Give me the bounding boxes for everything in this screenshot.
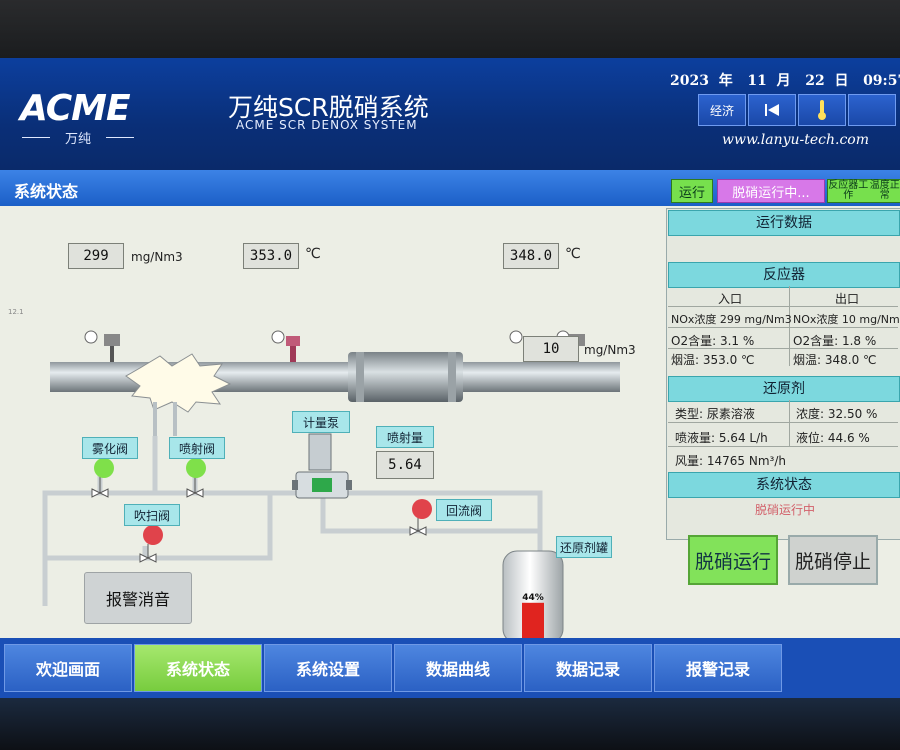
- outlet-nox-value: 10: [523, 336, 579, 362]
- blank-header-button[interactable]: [848, 94, 896, 126]
- day-label: 日: [834, 73, 849, 89]
- spray-valve-symbol[interactable]: [186, 458, 206, 498]
- outlet-temp-value: 348.0: [503, 243, 559, 269]
- run-status-badge: 运行: [671, 179, 713, 203]
- time: 09:57:13: [863, 73, 900, 89]
- return-valve-label: 回流阀: [436, 499, 492, 521]
- inlet-temp-unit: ℃: [305, 246, 321, 262]
- reductant-level: 液位: 44.6 %: [796, 431, 870, 445]
- inlet-temp-value: 353.0: [243, 243, 299, 269]
- logo-subtitle: 万纯: [22, 128, 134, 147]
- monitor-bezel-bottom: [0, 698, 900, 750]
- reactor-temp-badge: 反应器工作 温度正常: [827, 179, 900, 203]
- spray-amount-label: 喷射量: [376, 426, 434, 448]
- tank-level-fill: [522, 602, 544, 638]
- nav-welcome[interactable]: 欢迎画面: [4, 644, 132, 692]
- skip-back-icon: [765, 104, 779, 116]
- inlet-label: 入口: [718, 292, 743, 306]
- month: 11: [747, 73, 767, 89]
- month-label: 月: [776, 73, 791, 89]
- datetime-display: 2023 年 11 月 22 日 09:57:13: [670, 70, 900, 90]
- metering-pump-label: 计量泵: [292, 411, 350, 433]
- temp-badge-line1: 反应器工作: [828, 180, 869, 201]
- reactor-outlet-temp: 烟温: 348.0 ℃: [793, 353, 877, 367]
- outlet-temp-unit: ℃: [565, 246, 581, 262]
- spray-amount-value: 5.64: [376, 451, 434, 479]
- outlet-nox-unit: mg/Nm3: [584, 343, 636, 357]
- tiny-label: 12.1: [8, 308, 24, 316]
- tank-level-text: 44%: [522, 592, 544, 603]
- purge-valve-label: 吹扫阀: [124, 504, 180, 526]
- atomize-valve-symbol[interactable]: [91, 458, 114, 498]
- reactor-outlet-nox: NOx浓度 10 mg/Nm3: [793, 313, 900, 326]
- reactor-inlet-o2: O2含量: 3.1 %: [671, 334, 755, 348]
- economy-button[interactable]: 经济: [698, 94, 746, 126]
- page-title-bar: 系统状态 运行 脱硝运行中... 反应器工作 温度正常: [0, 170, 900, 206]
- denox-status-badge: 脱硝运行中...: [717, 179, 825, 203]
- year: 2023: [670, 73, 709, 89]
- inlet-temp-sensor: [271, 330, 300, 362]
- atomize-valve-indicator: [94, 458, 114, 478]
- reductant-tank: [502, 550, 564, 638]
- process-diagram: 12.1: [8, 308, 620, 638]
- inlet-nox-sensor: [84, 330, 120, 362]
- system-title-en: ACME SCR DENOX SYSTEM: [236, 118, 418, 132]
- bottom-navigation: 欢迎画面 系统状态 系统设置 数据曲线 数据记录 报警记录: [0, 638, 900, 698]
- thermometer-icon: [818, 100, 826, 120]
- return-valve-symbol[interactable]: [409, 499, 432, 536]
- year-label: 年: [718, 73, 733, 89]
- page-title: 系统状态: [14, 182, 79, 201]
- spray-valve-indicator: [186, 458, 206, 478]
- reductant-concentration: 浓度: 32.50 %: [796, 407, 878, 421]
- denox-stop-button[interactable]: 脱硝停止: [788, 535, 878, 585]
- return-valve-indicator: [412, 499, 432, 519]
- reductant-header: 还原剂: [668, 376, 900, 402]
- temp-badge-line2: 温度正常: [869, 180, 900, 201]
- metering-pump[interactable]: [292, 433, 352, 499]
- alarm-silence-button[interactable]: 报警消音: [84, 572, 192, 624]
- system-status-header: 系统状态: [668, 472, 900, 498]
- nav-data-records[interactable]: 数据记录: [524, 644, 652, 692]
- reactor-inlet-temp: 烟温: 353.0 ℃: [671, 353, 755, 367]
- thermometer-button[interactable]: [798, 94, 846, 126]
- inlet-nox-value: 299: [68, 243, 124, 269]
- inlet-nox-unit: mg/Nm3: [131, 250, 183, 264]
- atomize-valve-label: 雾化阀: [82, 437, 138, 459]
- skip-back-button[interactable]: [748, 94, 796, 126]
- spray-valve-label: 喷射阀: [169, 437, 225, 459]
- nav-alarm-records[interactable]: 报警记录: [654, 644, 782, 692]
- static-mixer: [348, 352, 463, 402]
- reactor-inlet-nox: NOx浓度 299 mg/Nm3: [671, 313, 792, 326]
- reactor-outlet-o2: O2含量: 1.8 %: [793, 334, 877, 348]
- run-data-header: 运行数据: [668, 210, 900, 236]
- outlet-label: 出口: [835, 292, 860, 306]
- system-title: 万纯SCR脱硝系统: [228, 93, 429, 122]
- reductant-type: 类型: 尿素溶液: [675, 407, 755, 421]
- nav-system-settings[interactable]: 系统设置: [264, 644, 392, 692]
- header-bar: ACME 万纯 万纯SCR脱硝系统 ACME SCR DENOX SYSTEM …: [0, 58, 900, 170]
- nav-system-status[interactable]: 系统状态: [134, 644, 262, 692]
- purge-valve-indicator: [143, 525, 163, 545]
- injection-burst: [125, 353, 232, 413]
- monitor-bezel-top: [0, 0, 900, 60]
- reductant-tank-label: 还原剂罐: [556, 536, 612, 558]
- denox-run-button[interactable]: 脱硝运行: [688, 535, 778, 585]
- system-status-value: 脱硝运行中: [755, 503, 816, 517]
- nav-data-curves[interactable]: 数据曲线: [394, 644, 522, 692]
- pipe-network: [42, 436, 543, 606]
- reactor-header: 反应器: [668, 262, 900, 288]
- hmi-screen: ACME 万纯 万纯SCR脱硝系统 ACME SCR DENOX SYSTEM …: [0, 58, 900, 698]
- day: 22: [805, 73, 825, 89]
- air-flow: 风量: 14765 Nm³/h: [675, 454, 786, 468]
- reductant-spray-rate: 喷液量: 5.64 L/h: [675, 431, 768, 445]
- website-url: www.lanyu-tech.com: [722, 132, 869, 148]
- purge-valve-symbol[interactable]: [139, 525, 163, 563]
- acme-logo: ACME: [20, 88, 131, 129]
